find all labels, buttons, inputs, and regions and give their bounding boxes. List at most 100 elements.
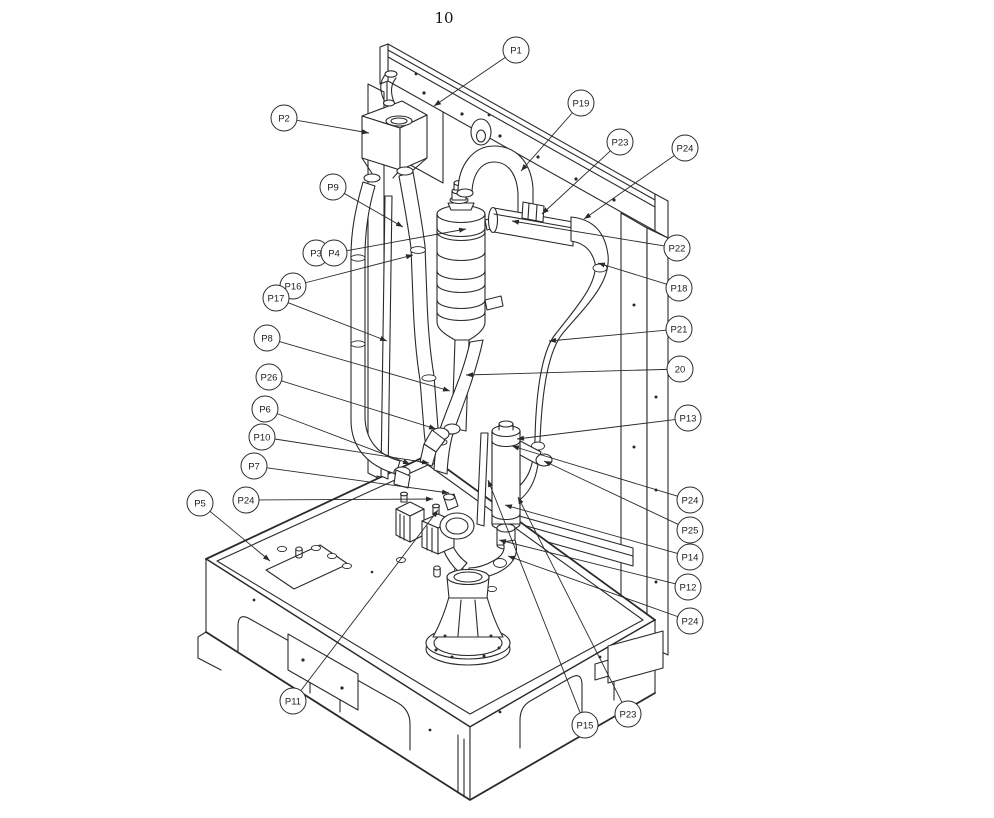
callout-P25: P25 (543, 460, 704, 544)
leader-line-P12 (498, 539, 676, 585)
clear-tube (476, 432, 489, 527)
callout-label-P24: P24 (682, 616, 699, 627)
callout-P16: P16 (279, 254, 414, 300)
callout-label-P4: P4 (328, 248, 340, 259)
callout-P21: P21 (548, 315, 693, 343)
leader-line-P14 (504, 504, 678, 554)
leader-line-P8 (279, 341, 451, 392)
callout-label-P17: P17 (268, 293, 285, 304)
leader-line-P10 (274, 438, 430, 465)
callout-bubble-P24 (232, 486, 260, 514)
callout-label-P16: P16 (285, 281, 302, 292)
callout-P18: P18 (597, 262, 693, 302)
callout-bubble-P4 (320, 239, 348, 267)
callout-P2: P2 (270, 104, 370, 135)
skirt-plate (287, 633, 359, 711)
callout-bubble-P9 (319, 173, 347, 201)
post-foot (607, 630, 664, 684)
leader-line-P21 (548, 329, 667, 343)
callout-label-P24: P24 (238, 495, 255, 506)
leader-line-P26 (281, 380, 437, 430)
inlet-elbow (393, 466, 411, 489)
funnel-strainer (425, 568, 511, 666)
standpipe-group (476, 420, 553, 550)
leader-line-20 (465, 368, 668, 378)
callout-bubble-P19 (567, 89, 595, 117)
leader-line-P13 (516, 419, 676, 441)
callout-label-P23: P23 (612, 137, 629, 148)
callout-bubble-P15 (571, 711, 599, 739)
callout-bubble-P13 (674, 404, 702, 432)
callout-P6: P6 (251, 395, 411, 465)
callout-P24: P24 (507, 555, 704, 635)
callout-label-P12: P12 (680, 582, 697, 593)
callout-bubble-P10 (248, 423, 276, 451)
callout-bubble-P1 (502, 36, 530, 64)
callout-bubble-P18 (665, 274, 693, 302)
callout-label-P10: P10 (254, 432, 271, 443)
callout-label-P26: P26 (261, 372, 278, 383)
callout-label-P24: P24 (677, 143, 694, 154)
solenoid-valve-1 (395, 491, 425, 543)
callout-P10: P10 (248, 423, 430, 465)
callout-P9: P9 (319, 173, 404, 228)
callout-bubble-P14 (676, 543, 704, 571)
callout-label-P25: P25 (682, 525, 699, 536)
callout-P19: P19 (520, 89, 595, 172)
bowl-group (425, 539, 517, 666)
callout-bubble-P7 (240, 452, 268, 480)
callout-bubble-P25 (676, 516, 704, 544)
callout-P11: P11 (279, 509, 439, 715)
callout-bubble-P5 (186, 489, 214, 517)
pan-bolt (433, 565, 441, 578)
page-number: 10 (434, 9, 453, 27)
horizontal-duct (487, 206, 574, 247)
callout-P5: P5 (186, 489, 271, 562)
callout-P13: P13 (516, 404, 702, 441)
callout-bubble-P23 (614, 700, 642, 728)
hose-clamp-top (521, 201, 545, 223)
callout-P8: P8 (253, 324, 451, 392)
callout-P1: P1 (433, 36, 530, 107)
leader-line-P1 (433, 56, 506, 107)
callout-label-P14: P14 (682, 552, 699, 563)
callout-bubble-P24 (676, 607, 704, 635)
callout-label-P24: P24 (682, 495, 699, 506)
callout-P12: P12 (498, 539, 702, 601)
leader-line-P24 (507, 555, 678, 618)
leader-line-P2 (296, 119, 370, 135)
callout-label-P23: P23 (620, 709, 637, 720)
leader-line-P6 (276, 413, 411, 465)
leader-line-P5 (209, 510, 271, 562)
callout-P26: P26 (255, 363, 437, 430)
leader-line-P23 (541, 150, 611, 215)
pump-hose (442, 544, 468, 573)
callout-P14: P14 (504, 504, 704, 571)
leader-line-P23 (517, 496, 623, 703)
callout-bubble-P6 (251, 395, 279, 423)
callout-bubble-P22 (663, 234, 691, 262)
callout-bubble-P21 (665, 315, 693, 343)
callout-bubble-P26 (255, 363, 283, 391)
callout-label-P15: P15 (577, 720, 594, 731)
right-post (620, 212, 669, 656)
leader-line-P18 (597, 262, 667, 285)
callout-20: 20 (465, 355, 694, 383)
standpipe (491, 420, 521, 531)
reservoir (361, 70, 428, 183)
callout-label-P7: P7 (248, 461, 260, 472)
callout-P22: P22 (511, 219, 691, 262)
callout-label-P2: P2 (278, 113, 290, 124)
callout-label-P9: P9 (327, 182, 339, 193)
leader-line-P17 (287, 302, 388, 342)
callout-label-20: 20 (675, 364, 686, 375)
leader-line-P24 (258, 496, 434, 502)
callout-bubble-P24 (671, 134, 699, 162)
pump-body (439, 493, 475, 540)
leader-line-P24 (511, 445, 678, 497)
callout-P23: P23 (517, 496, 642, 728)
callout-bubble-P8 (253, 324, 281, 352)
